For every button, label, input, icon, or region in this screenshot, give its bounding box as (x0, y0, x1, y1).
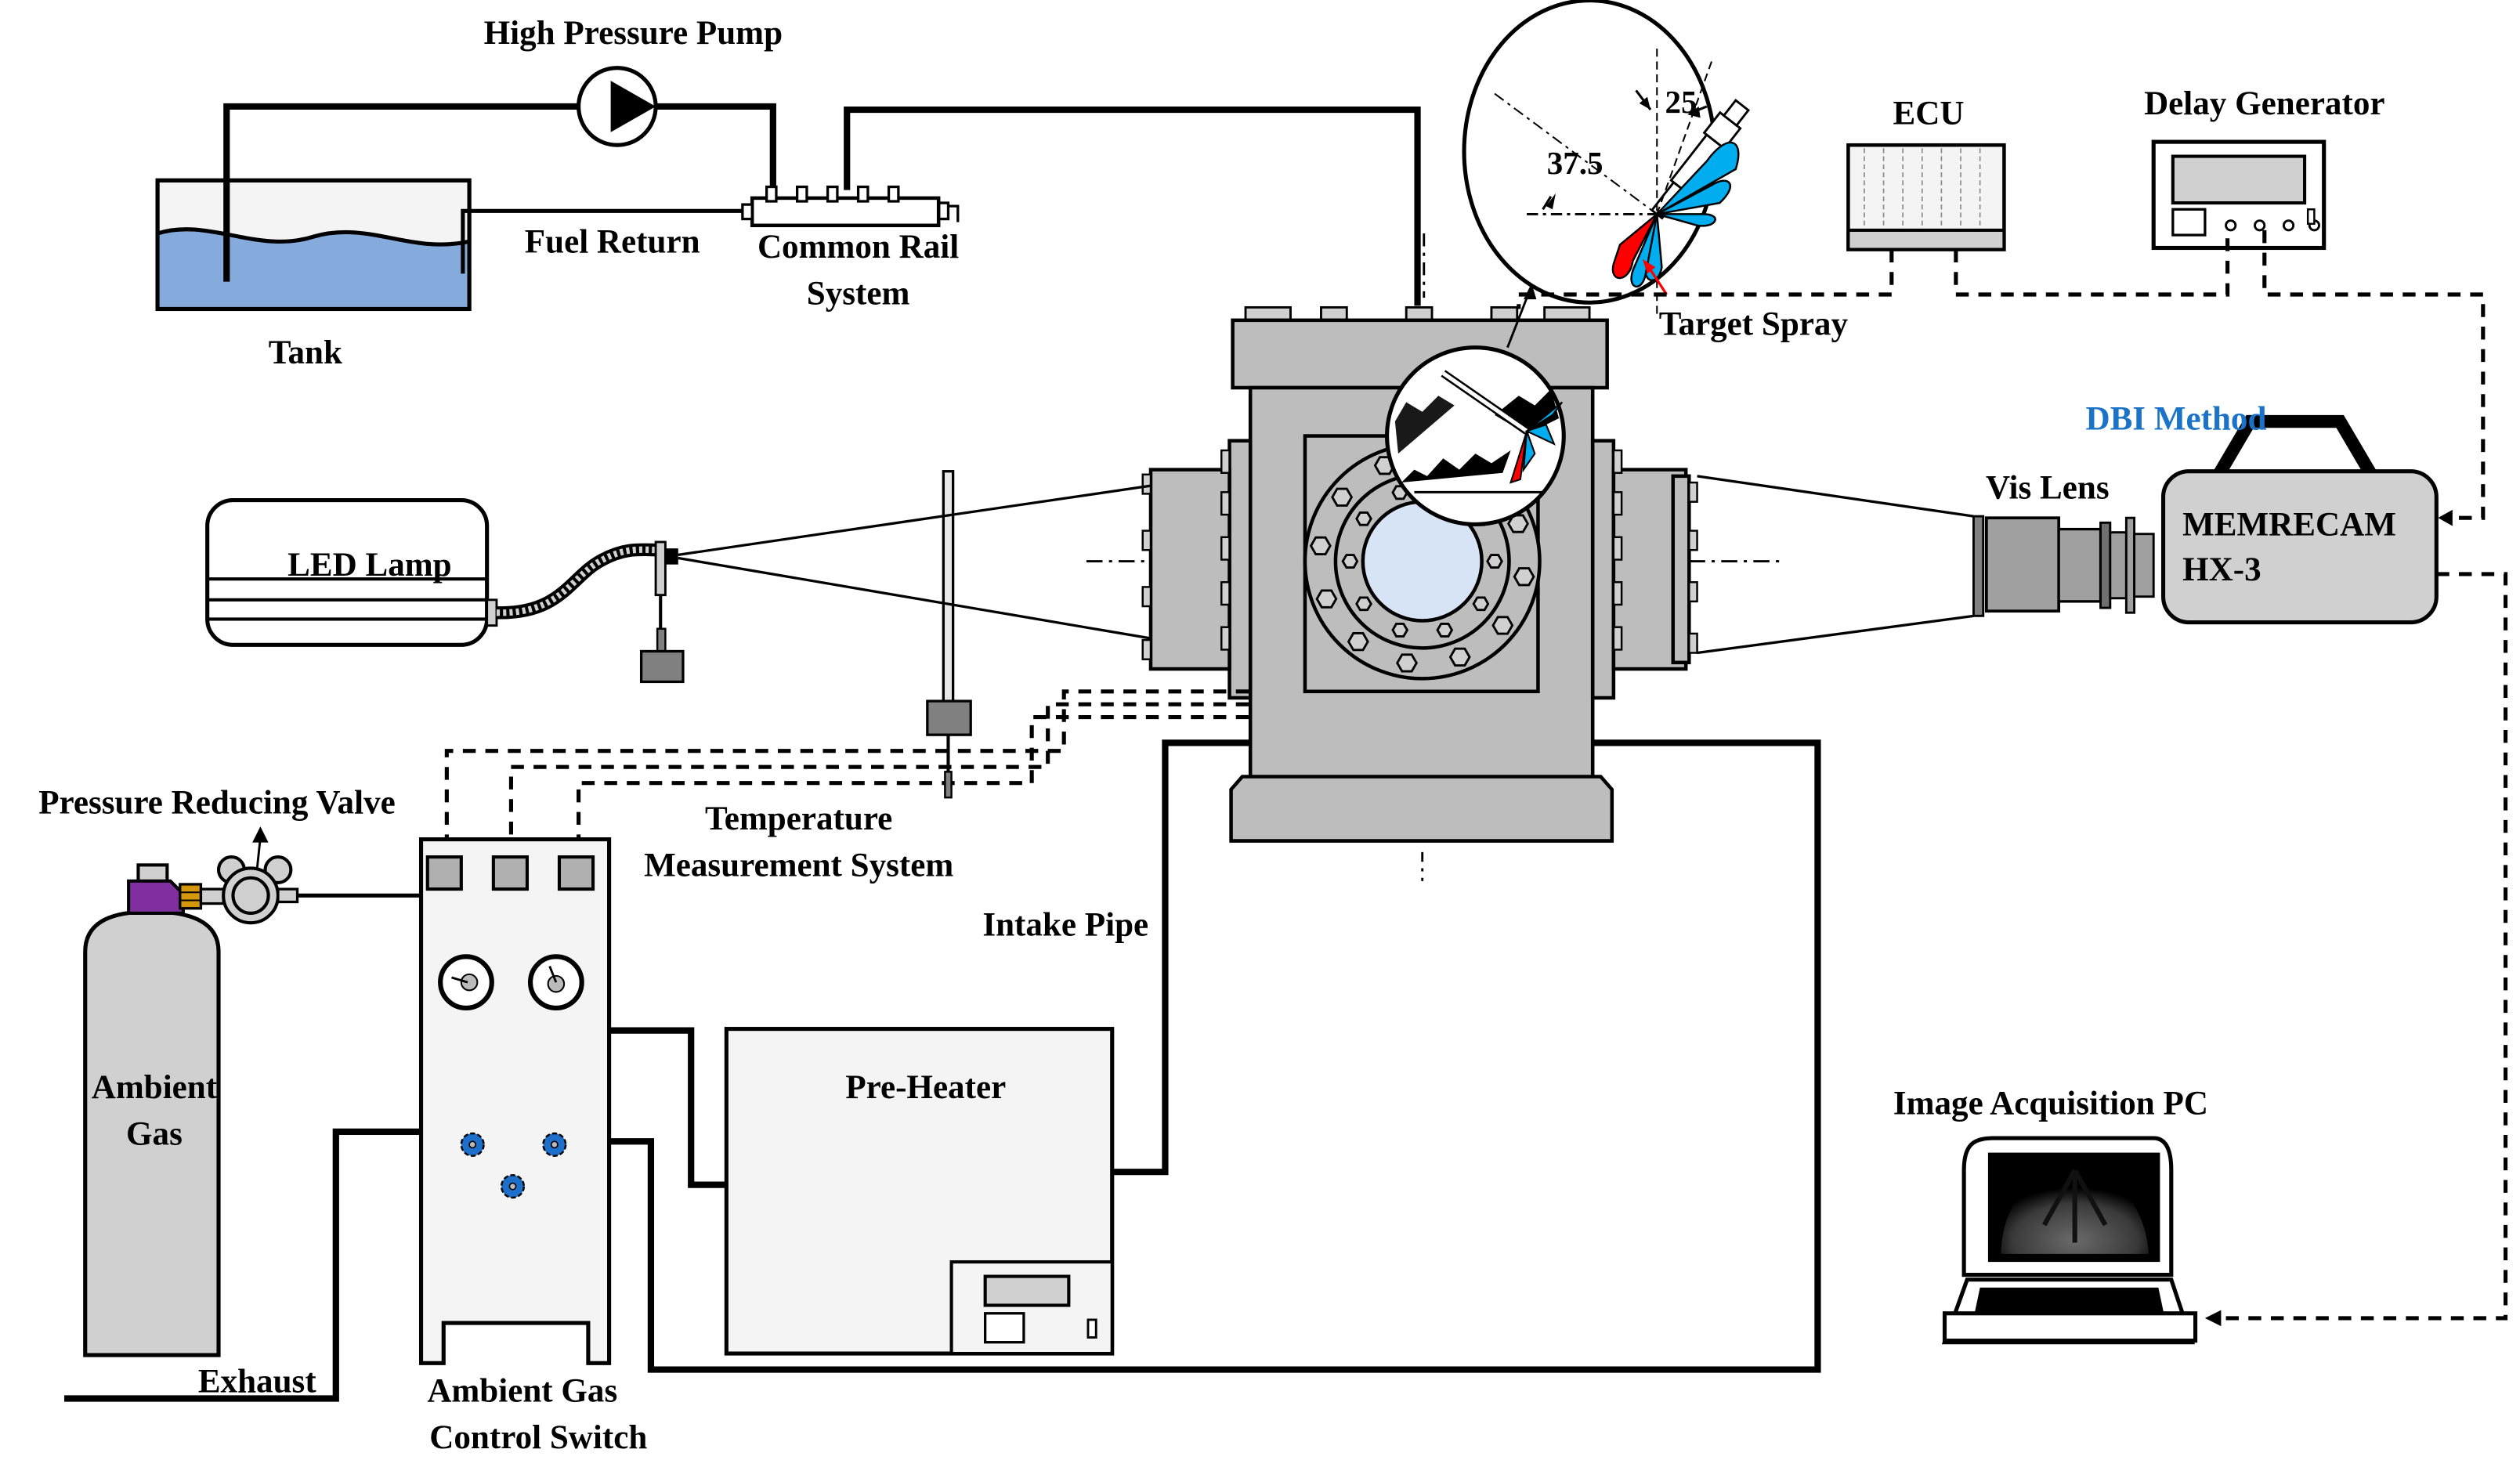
dbi-method-label: DBI Method (2085, 400, 2266, 437)
high-pressure-line (656, 103, 776, 190)
led-lamp-label: LED Lamp (287, 547, 451, 584)
high-pressure-pump-label: High Pressure Pump (484, 15, 783, 52)
fuel-system: Tank High Pressure Pump Fuel Return Comm… (155, 15, 1426, 371)
hex-bolt-icon (1331, 487, 1354, 507)
diffuser-stand (926, 470, 972, 799)
hex-bolt-icon (1448, 647, 1471, 667)
gas-to-preheater-line (609, 1027, 727, 1188)
led-lamp (205, 498, 498, 647)
temperature-measurement-label-line2: Measurement System (644, 847, 953, 884)
vis-lens-label: Vis Lens (1986, 470, 2110, 507)
pressure-reducing-valve-label: Pressure Reducing Valve (38, 785, 396, 822)
image-acquisition-pc (1941, 1136, 2198, 1345)
exhaust-line (64, 1128, 421, 1402)
spray-detail-magnifier: 25 37.5 (1462, 0, 1750, 349)
intake-pipe-line (1112, 739, 1251, 1176)
chamber-top-bolts (1244, 305, 1591, 322)
exhaust-label: Exhaust (198, 1363, 316, 1400)
tank-label: Tank (269, 334, 342, 371)
signal-lines (444, 229, 2508, 1327)
hex-bolt-icon (1315, 589, 1338, 609)
vis-lens-icon (1972, 515, 2155, 617)
target-spray-label: Target Spray (1659, 305, 1849, 342)
hex-bolt-icon (1355, 596, 1372, 612)
ambient-gas-cylinder (83, 863, 225, 1357)
hex-bolt-icon (1309, 536, 1332, 555)
delay-generator-unit (2151, 139, 2327, 251)
ambient-gas-control-switch (418, 837, 612, 1365)
ambient-gas-label-line2: Gas (126, 1115, 183, 1152)
spray-angle-37-5-label: 37.5 (1547, 145, 1603, 181)
hex-bolt-icon (1486, 554, 1503, 569)
injector-feed-line (844, 106, 1421, 306)
common-rail-icon (741, 185, 960, 228)
common-rail-label-line2: System (807, 275, 910, 312)
chamber-return-line (609, 739, 1821, 1373)
hex-bolt-icon (1436, 622, 1454, 638)
fiber-cable (496, 543, 661, 620)
pre-heater (724, 1027, 1115, 1356)
pre-heater-label: Pre-Heater (845, 1069, 1006, 1106)
fuel-suction-line (223, 103, 579, 282)
pressure-gauge-icon (527, 954, 584, 1011)
camera-model-label-line1: MEMRECAM (2182, 507, 2396, 544)
pressure-gauge-icon (438, 954, 494, 1011)
pressure-reducing-valve-icon (216, 826, 299, 925)
hex-bolt-icon (1391, 622, 1409, 638)
hex-bolt-icon (1491, 616, 1514, 635)
hex-bolt-icon (1472, 596, 1490, 612)
control-switch-label-line2: Control Switch (429, 1419, 647, 1456)
intake-pipe-label: Intake Pipe (982, 907, 1148, 944)
camera-model-label-line2: HX-3 (2182, 551, 2261, 588)
injector-inset (1385, 345, 1566, 526)
hex-bolt-icon (1513, 567, 1535, 587)
hex-bolt-icon (1347, 632, 1369, 652)
temperature-measurement-label-line1: Temperature (705, 800, 892, 837)
image-acquisition-pc-label: Image Acquisition PC (1893, 1085, 2208, 1122)
hex-bolt-icon (1355, 511, 1372, 526)
light-path (678, 475, 1974, 655)
light-source-stand (639, 540, 685, 684)
spray-angle-25-label: 25 (1665, 84, 1697, 120)
ecu-unit (1846, 143, 2006, 251)
hex-bolt-icon (1396, 653, 1418, 673)
ecu-label: ECU (1893, 96, 1965, 132)
fuel-return-label: Fuel Return (525, 224, 700, 261)
combustion-chamber (1086, 305, 1784, 881)
high-speed-camera (1972, 414, 2439, 625)
hex-bolt-icon (1341, 554, 1359, 569)
ambient-gas-label-line1: Ambient (92, 1069, 218, 1106)
target-spray-plume (1611, 213, 1658, 280)
control-switch-label-line1: Ambient Gas (427, 1373, 617, 1410)
fuel-tank (155, 178, 472, 312)
high-pressure-pump-icon (577, 66, 658, 147)
delay-generator-label: Delay Generator (2144, 85, 2384, 122)
fuel-return-line (461, 208, 743, 274)
hex-bolt-icon (1507, 514, 1529, 533)
common-rail-label-line1: Common Rail (757, 229, 959, 266)
